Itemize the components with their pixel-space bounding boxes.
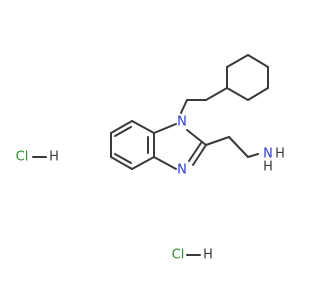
bond: [247, 153, 259, 158]
ring-nitrogen-1-label: N: [177, 115, 187, 130]
hydrogen-lower-label: H: [203, 248, 213, 263]
bond: [110, 156, 133, 170]
bond: [186, 129, 207, 146]
bond: [131, 120, 155, 134]
amine-nitrogen-label: N: [263, 147, 273, 162]
bond: [205, 136, 230, 146]
cyclohexyl-ring: [226, 54, 269, 101]
structure-diagram: N N N H H Cl H Cl H: [16, 54, 285, 263]
methylene-linker: [180, 87, 228, 114]
bond: [247, 54, 269, 68]
bond: [226, 54, 249, 68]
bond: [114, 153, 132, 164]
amine-hydrogen-bottom-label: H: [263, 160, 273, 175]
amine-hydrogen-top-label: H: [275, 147, 285, 162]
bond: [205, 87, 228, 101]
ring-nitrogen-3-label: N: [177, 163, 187, 178]
bond: [114, 126, 132, 137]
bond: [153, 123, 177, 134]
chlorine-lower-label: Cl: [172, 248, 185, 263]
bond: [153, 156, 177, 170]
bond: [131, 156, 155, 170]
bond: [110, 120, 133, 134]
ethylamine-chain: [205, 136, 259, 158]
bond: [188, 142, 202, 162]
benzimidazole-core: [110, 120, 207, 170]
bond: [226, 87, 249, 101]
bond: [192, 144, 207, 166]
bond: [180, 99, 188, 114]
bond: [228, 136, 249, 158]
chlorine-left-label: Cl: [16, 150, 29, 165]
hydrogen-left-label: H: [49, 150, 59, 165]
bond: [247, 87, 269, 101]
